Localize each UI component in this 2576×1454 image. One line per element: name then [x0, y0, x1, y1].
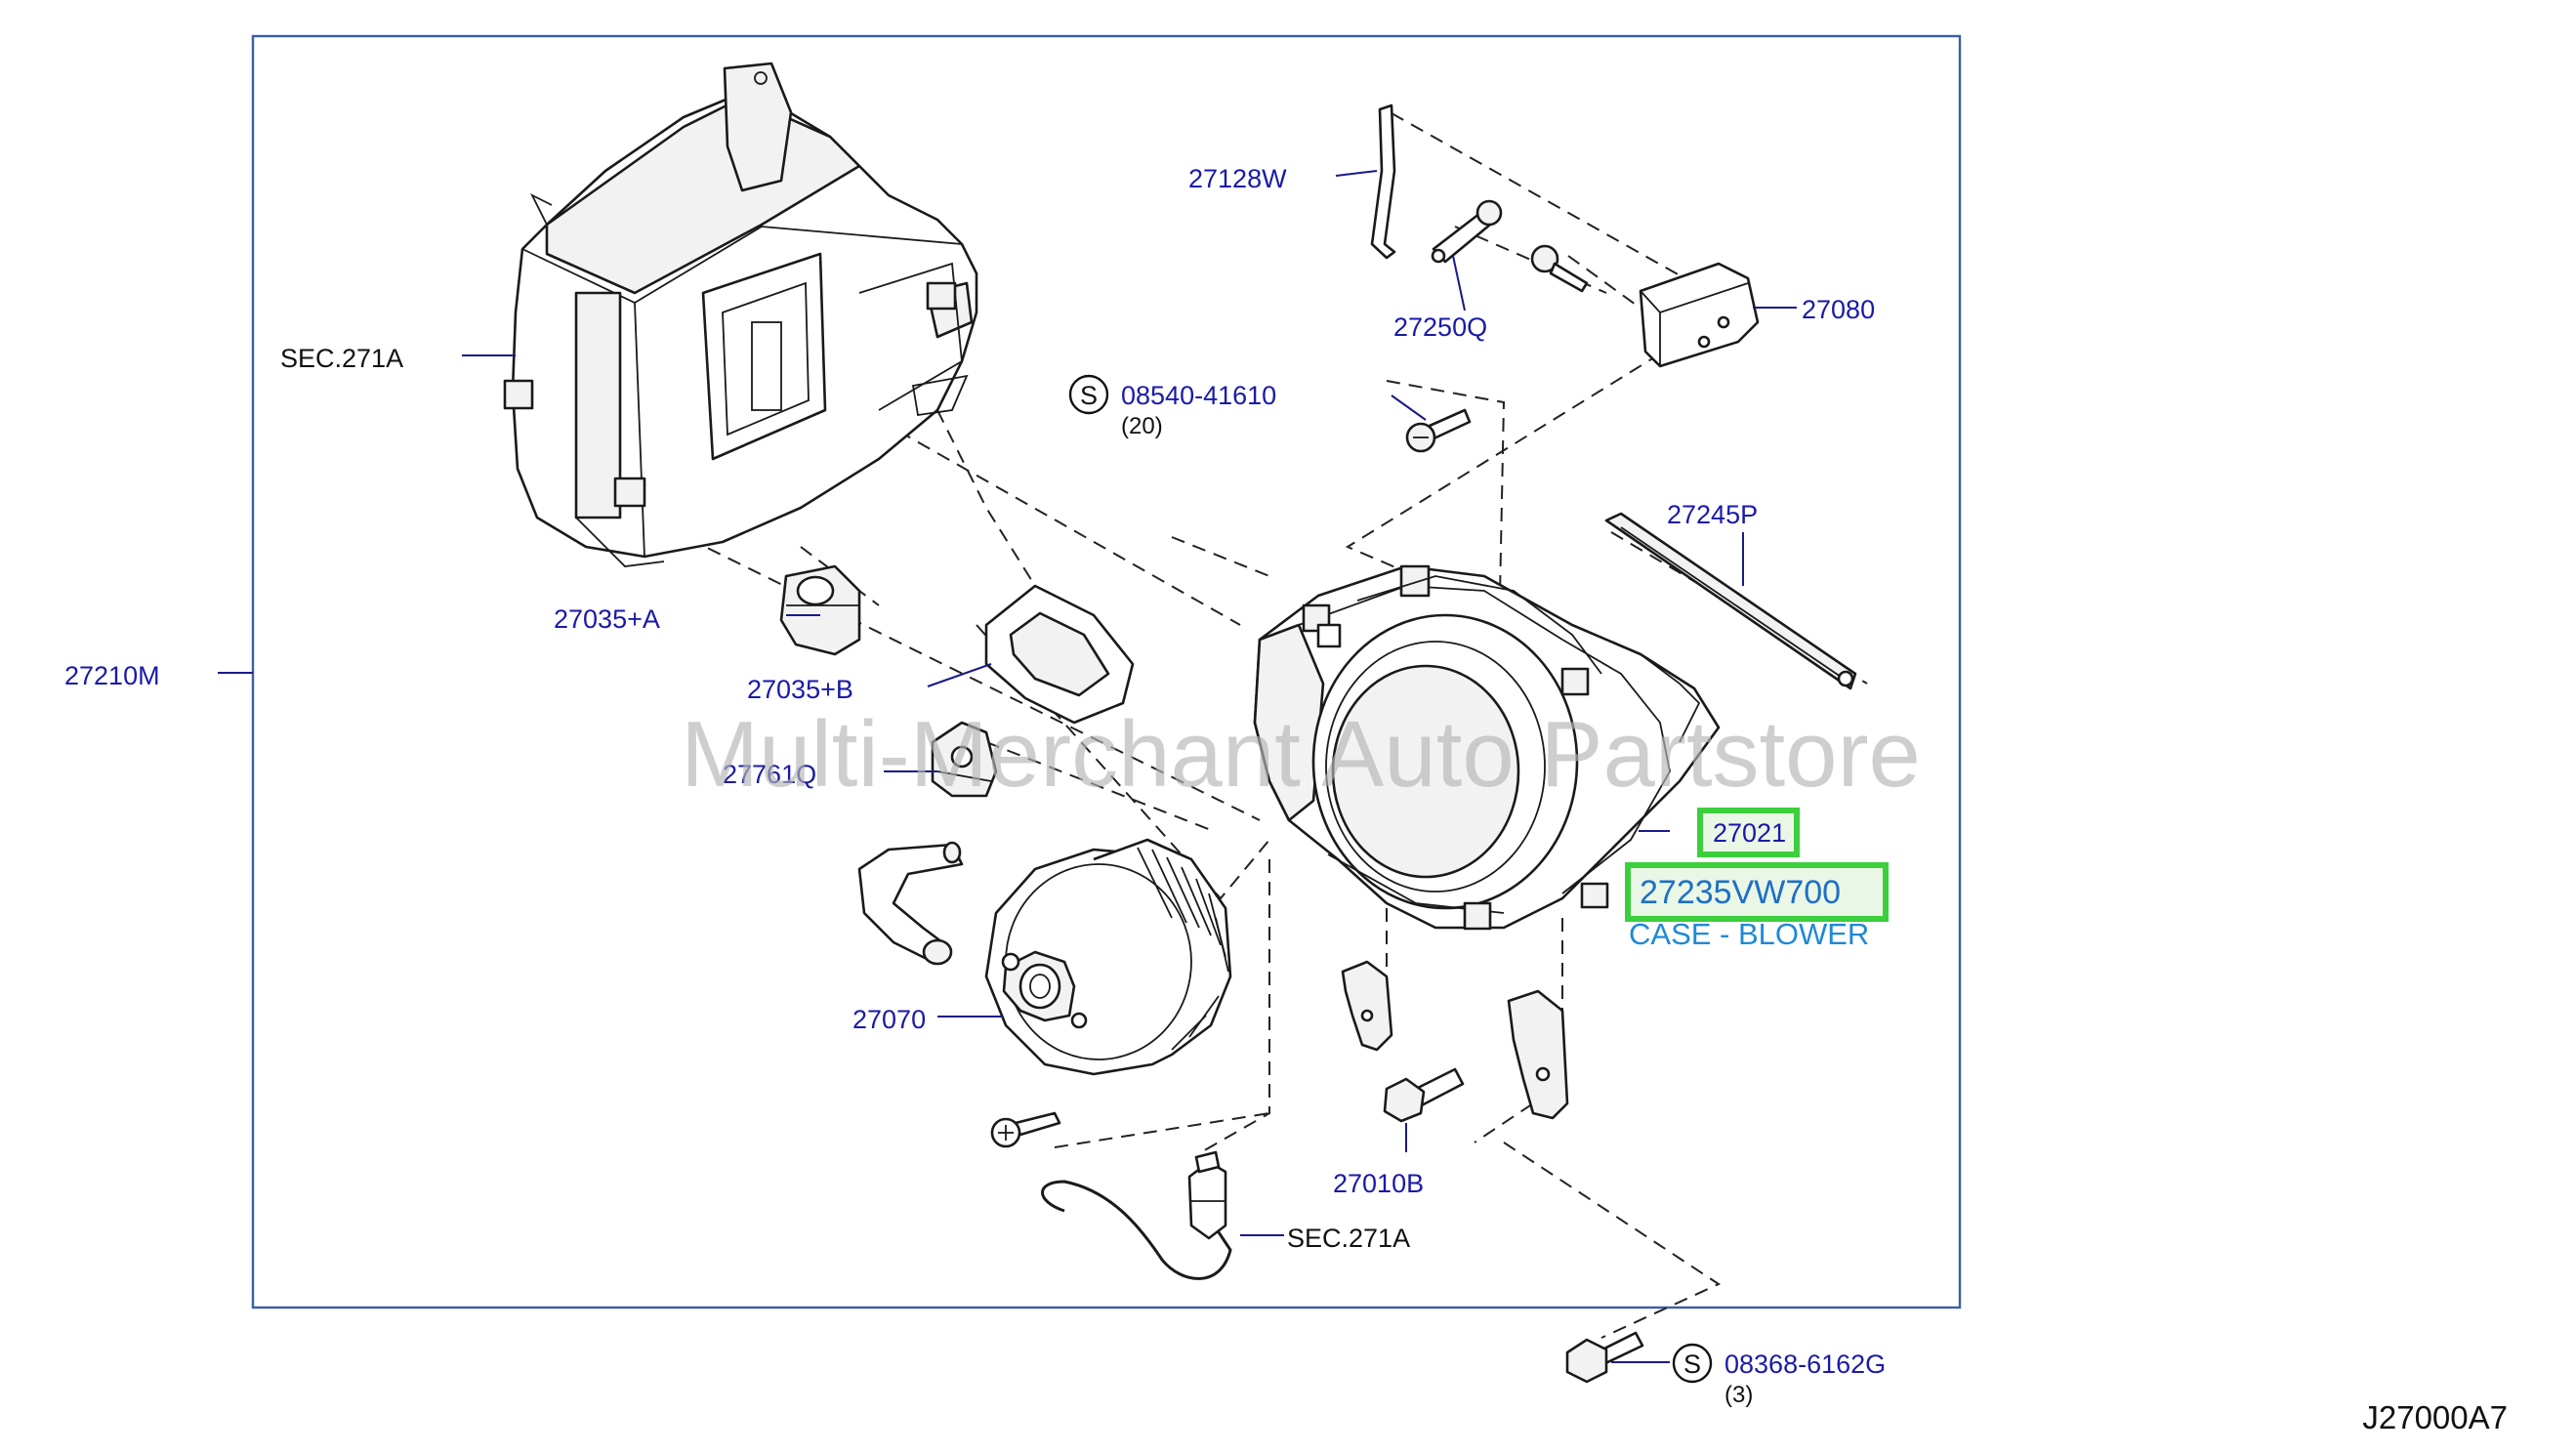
bracket-right-part	[1507, 989, 1569, 1120]
label-27010b[interactable]: 27010B	[1333, 1169, 1424, 1198]
label-27245p[interactable]: 27245P	[1667, 500, 1758, 529]
evaporator-case-part	[503, 62, 978, 567]
s-symbol-label: S	[1683, 1350, 1701, 1379]
label-08540-qty: (20)	[1121, 413, 1163, 439]
label-27035b[interactable]: 27035+B	[747, 675, 853, 704]
label-27761q[interactable]: 27761Q	[723, 760, 816, 789]
label-27128w[interactable]: 27128W	[1188, 164, 1287, 193]
s-symbol-icon	[1068, 374, 1109, 415]
label-27250q[interactable]: 27250Q	[1393, 312, 1487, 342]
leader-lines	[218, 170, 1797, 1363]
s-symbol-label: S	[1080, 381, 1098, 410]
link-27250q-part	[1431, 199, 1503, 264]
label-27070[interactable]: 27070	[852, 1005, 926, 1034]
highlight-box-ref	[1697, 808, 1800, 857]
highlight-box-part-number	[1625, 862, 1889, 922]
seal-27035b-part	[984, 584, 1135, 725]
seal-27761q-part	[931, 721, 998, 798]
label-part-description: CASE - BLOWER	[1629, 917, 1869, 951]
screw-27080-part	[1530, 244, 1589, 293]
watermark-text: Multi-Merchant Auto Partstore	[681, 702, 1921, 807]
actuator-27080-part	[1639, 262, 1760, 368]
label-08540-41610[interactable]: 08540-41610	[1121, 381, 1276, 410]
label-27080[interactable]: 27080	[1802, 295, 1875, 324]
label-part-number[interactable]: 27235VW700	[1640, 874, 1841, 911]
diagram-code: J27000A7	[2362, 1399, 2508, 1435]
filter-27245p-part	[1604, 512, 1857, 690]
grommet-27035a-part	[779, 564, 861, 656]
blower-case-part	[1253, 564, 1721, 931]
blower-motor-27070-part	[984, 838, 1232, 1076]
wiring-harness-part	[1041, 1150, 1232, 1280]
screw-motor-part	[990, 1111, 1061, 1148]
bracket-left-part	[1341, 960, 1393, 1052]
bolt-27010b-part	[1383, 1067, 1465, 1123]
label-27021[interactable]: 27021	[1713, 818, 1786, 848]
duct-hose-part	[857, 841, 964, 966]
label-sec271a-top: SEC.271A	[280, 344, 403, 373]
bolt-08368-part	[1565, 1331, 1644, 1384]
screw-08540-part	[1405, 408, 1472, 453]
s-symbol-icon	[1672, 1343, 1713, 1384]
label-sec271a-bottom: SEC.271A	[1287, 1224, 1410, 1253]
label-08368-6162g[interactable]: 08368-6162G	[1724, 1350, 1886, 1379]
clip-27128w-part	[1370, 104, 1396, 260]
label-27210m[interactable]: 27210M	[64, 661, 160, 690]
label-27035a[interactable]: 27035+A	[554, 604, 660, 634]
label-08368-qty: (3)	[1724, 1382, 1753, 1408]
